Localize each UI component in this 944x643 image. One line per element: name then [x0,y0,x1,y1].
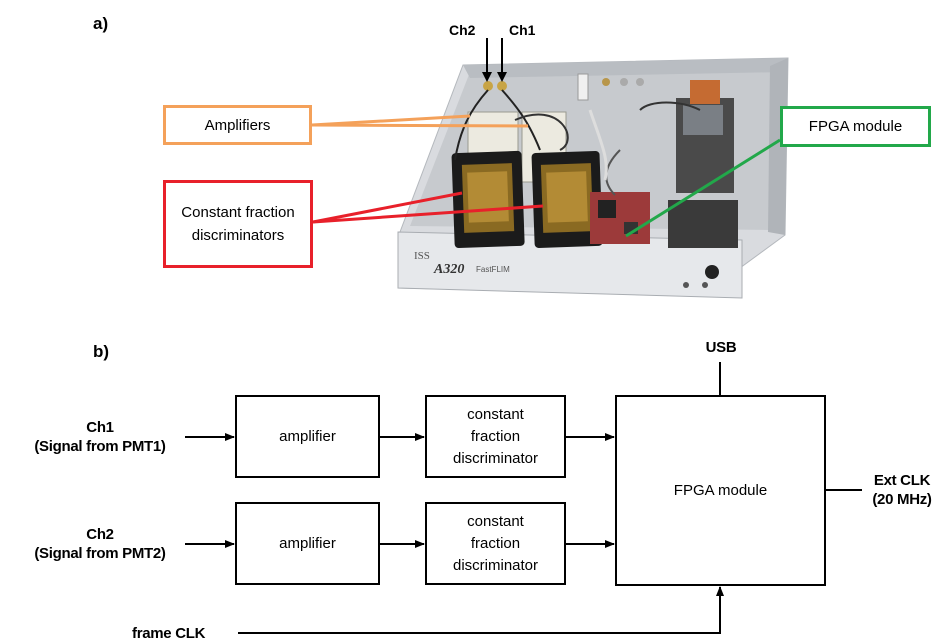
cfd-2-box: constant fraction discriminator [425,502,566,585]
amplifiers-callout: Amplifiers [163,105,312,145]
amplifier-1-label: amplifier [279,427,336,445]
amplifier-1-box: amplifier [235,395,380,478]
ext-clk-label: Ext CLK (20 MHz) [862,471,942,509]
fpga-callout: FPGA module [780,106,931,147]
cfd-callout: Constant fraction discriminators [163,180,313,268]
fpga-callout-text: FPGA module [808,118,903,135]
ch2-label-line1: Ch2 [86,526,114,543]
cfd-2-label: constant fraction discriminator [452,512,539,574]
cfd-1-label: constant fraction discriminator [452,405,539,467]
fpga-module-label: FPGA module [673,481,768,499]
frame-clk-label: frame CLK [132,625,206,642]
ch1-photo-label: Ch1 [509,22,536,38]
cfd-callout-text: Constant fraction discriminators [181,204,295,244]
amplifiers-callout-text: Amplifiers [204,116,271,134]
ch2-input-label: Ch2 (Signal from PMT2) [10,525,190,563]
panel-b-label: b) [93,342,110,361]
fpga-module-box: FPGA module [615,395,826,586]
device-subtitle: FastFLIM [476,265,510,274]
ch2-photo-label: Ch2 [449,22,476,38]
ext-clk-line1: Ext CLK [873,472,931,489]
usb-label: USB [705,339,737,356]
ch1-label-line2: (Signal from PMT1) [34,438,166,455]
ch2-label-line2: (Signal from PMT2) [34,545,166,562]
cfd-1-box: constant fraction discriminator [425,395,566,478]
ch1-input-label: Ch1 (Signal from PMT1) [10,418,190,456]
ext-clk-line2: (20 MHz) [872,491,932,508]
amplifier-2-box: amplifier [235,502,380,585]
device-brand: ISS [414,250,430,262]
device-model: A320 [434,262,465,277]
panel-a-label: a) [93,14,109,33]
ch1-label-line1: Ch1 [86,419,114,436]
amplifier-2-label: amplifier [279,534,336,552]
